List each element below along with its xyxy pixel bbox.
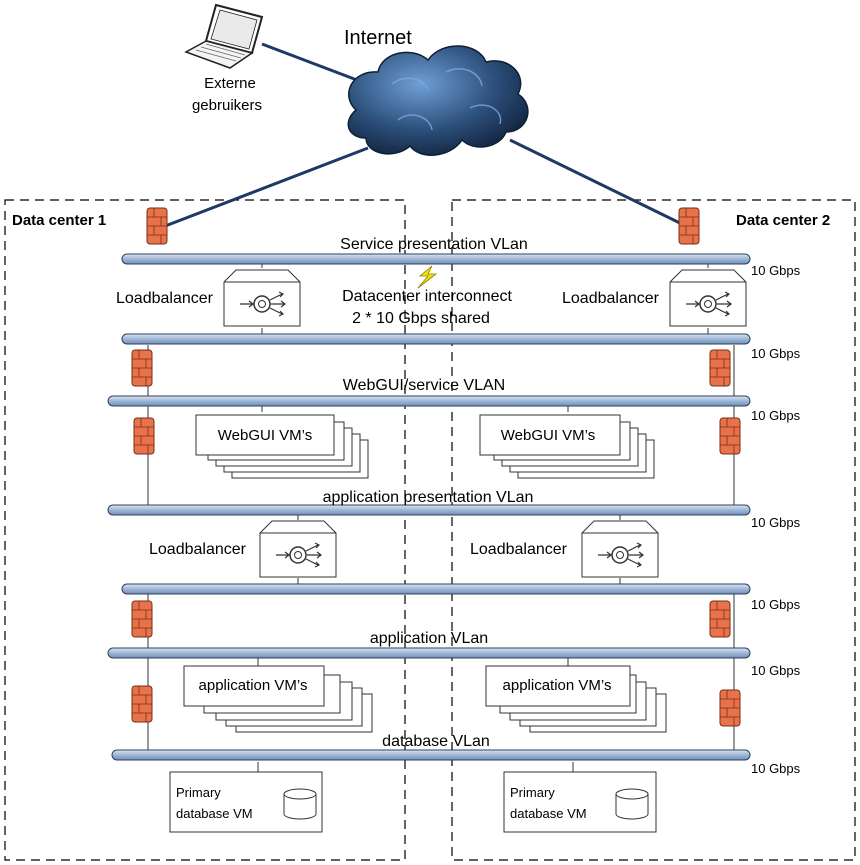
- vlan-label-application: application VLan: [370, 630, 488, 647]
- firewall-icon: [678, 207, 700, 245]
- external-users-label-line2: gebruikers: [192, 97, 262, 114]
- vlan-bar-webgui: [107, 395, 751, 407]
- loadbalancer-label-dc2-bottom: Loadbalancer: [470, 541, 568, 558]
- application-vms-label-dc2: application VM’s: [503, 677, 612, 694]
- speed-label: 10 Gbps: [751, 346, 801, 361]
- internet-cloud-icon: [347, 45, 529, 156]
- firewall-icon: [146, 207, 168, 245]
- speed-label: 10 Gbps: [751, 263, 801, 278]
- db-label-dc1-line2: database VM: [176, 806, 253, 821]
- firewall-icon: [133, 417, 155, 455]
- loadbalancer-icon: [259, 520, 337, 578]
- vlan-bar-lb-lower: [121, 583, 751, 595]
- lightning-icon: [417, 265, 438, 289]
- vlan-label-webgui-service: WebGUI/service VLAN: [343, 377, 505, 394]
- link-internet-dc2: [509, 138, 687, 228]
- database-icon: [283, 788, 317, 820]
- vlan-label-database: database VLan: [382, 733, 490, 750]
- datacenter-1-box: [4, 199, 406, 861]
- loadbalancer-label-dc1-bottom: Loadbalancer: [149, 541, 247, 558]
- external-users-label-line1: Externe: [204, 75, 256, 92]
- db-label-dc2-line1: Primary: [510, 785, 555, 800]
- application-vms-label-dc1: application VM’s: [199, 677, 308, 694]
- db-label-dc1-line1: Primary: [176, 785, 221, 800]
- vlan-bar-dc-interconnect: [121, 333, 751, 345]
- vlan-bar-database: [111, 749, 751, 761]
- firewall-icon: [131, 685, 153, 723]
- vlan-bar-application: [107, 647, 751, 659]
- firewall-icon: [131, 600, 153, 638]
- interconnect-label-line2: 2 * 10 Gbps shared: [352, 310, 490, 327]
- loadbalancer-icon: [581, 520, 659, 578]
- internet-label: Internet: [344, 27, 412, 49]
- datacenter-2-box: [451, 199, 856, 861]
- vlan-bar-service-presentation: [121, 253, 751, 265]
- speed-label: 10 Gbps: [751, 408, 801, 423]
- webgui-vm-stack-dc1: [195, 414, 369, 479]
- link-internet-dc1: [159, 146, 369, 230]
- speed-label: 10 Gbps: [751, 515, 801, 530]
- webgui-vm-stack-dc2: [479, 414, 655, 479]
- database-icon: [615, 788, 649, 820]
- interconnect-label-line1: Datacenter interconnect: [342, 288, 512, 305]
- loadbalancer-icon: [223, 269, 301, 327]
- firewall-icon: [709, 349, 731, 387]
- loadbalancer-icon: [669, 269, 747, 327]
- webgui-vms-label-dc1: WebGUI VM’s: [218, 427, 312, 444]
- speed-label: 10 Gbps: [751, 663, 801, 678]
- application-vm-stack-dc1: [183, 665, 373, 733]
- vlan-bars: [107, 253, 751, 761]
- datacenter-2-label: Data center 2: [736, 212, 830, 229]
- speed-label: 10 Gbps: [751, 761, 801, 776]
- firewall-icon: [719, 417, 741, 455]
- speed-label: 10 Gbps: [751, 597, 801, 612]
- loadbalancer-label-dc2-top: Loadbalancer: [562, 290, 660, 307]
- vlan-bar-application-presentation: [107, 504, 751, 516]
- db-label-dc2-line2: database VM: [510, 806, 587, 821]
- firewall-icon: [719, 689, 741, 727]
- laptop-icon: [184, 3, 264, 69]
- datacenter-1-label: Data center 1: [12, 212, 106, 229]
- firewall-icon: [709, 600, 731, 638]
- vlan-label-service-presentation: Service presentation VLan: [340, 236, 528, 253]
- application-vm-stack-dc2: [485, 665, 667, 733]
- webgui-vms-label-dc2: WebGUI VM’s: [501, 427, 595, 444]
- loadbalancer-label-dc1-top: Loadbalancer: [116, 290, 214, 307]
- firewall-icon: [131, 349, 153, 387]
- vlan-label-application-presentation: application presentation VLan: [323, 489, 534, 506]
